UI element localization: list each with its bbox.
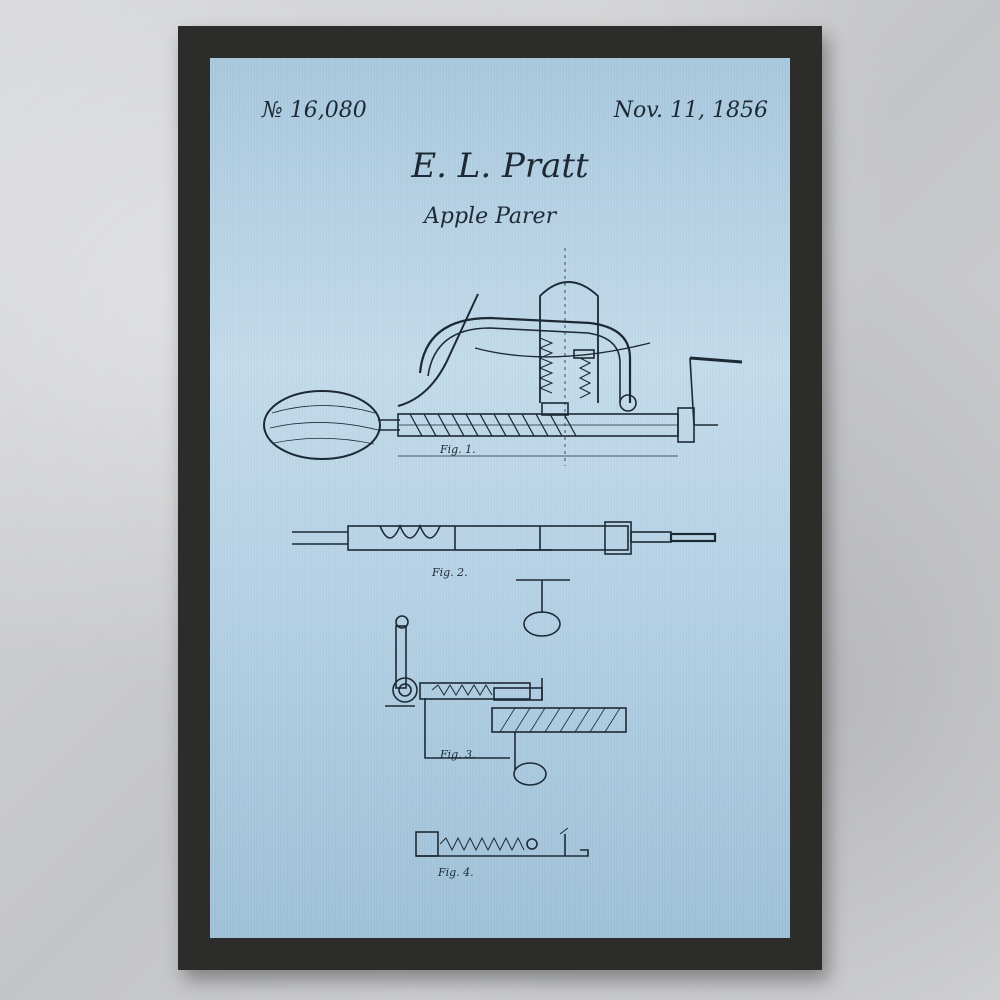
- figure-1-drawing: [264, 248, 742, 466]
- figure-2-label: Fig. 2.: [432, 566, 468, 579]
- patent-drawings: [210, 58, 790, 938]
- figure-2-drawing: [292, 522, 715, 636]
- figure-4-drawing: [416, 828, 588, 856]
- figure-3-drawing: [385, 616, 626, 785]
- figure-1-label: Fig. 1.: [440, 443, 476, 456]
- patent-print: № 16,080 Nov. 11, 1856 E. L. Pratt Apple…: [210, 58, 790, 938]
- figure-4-label: Fig. 4.: [438, 866, 474, 879]
- figure-3-label: Fig. 3.: [440, 748, 476, 761]
